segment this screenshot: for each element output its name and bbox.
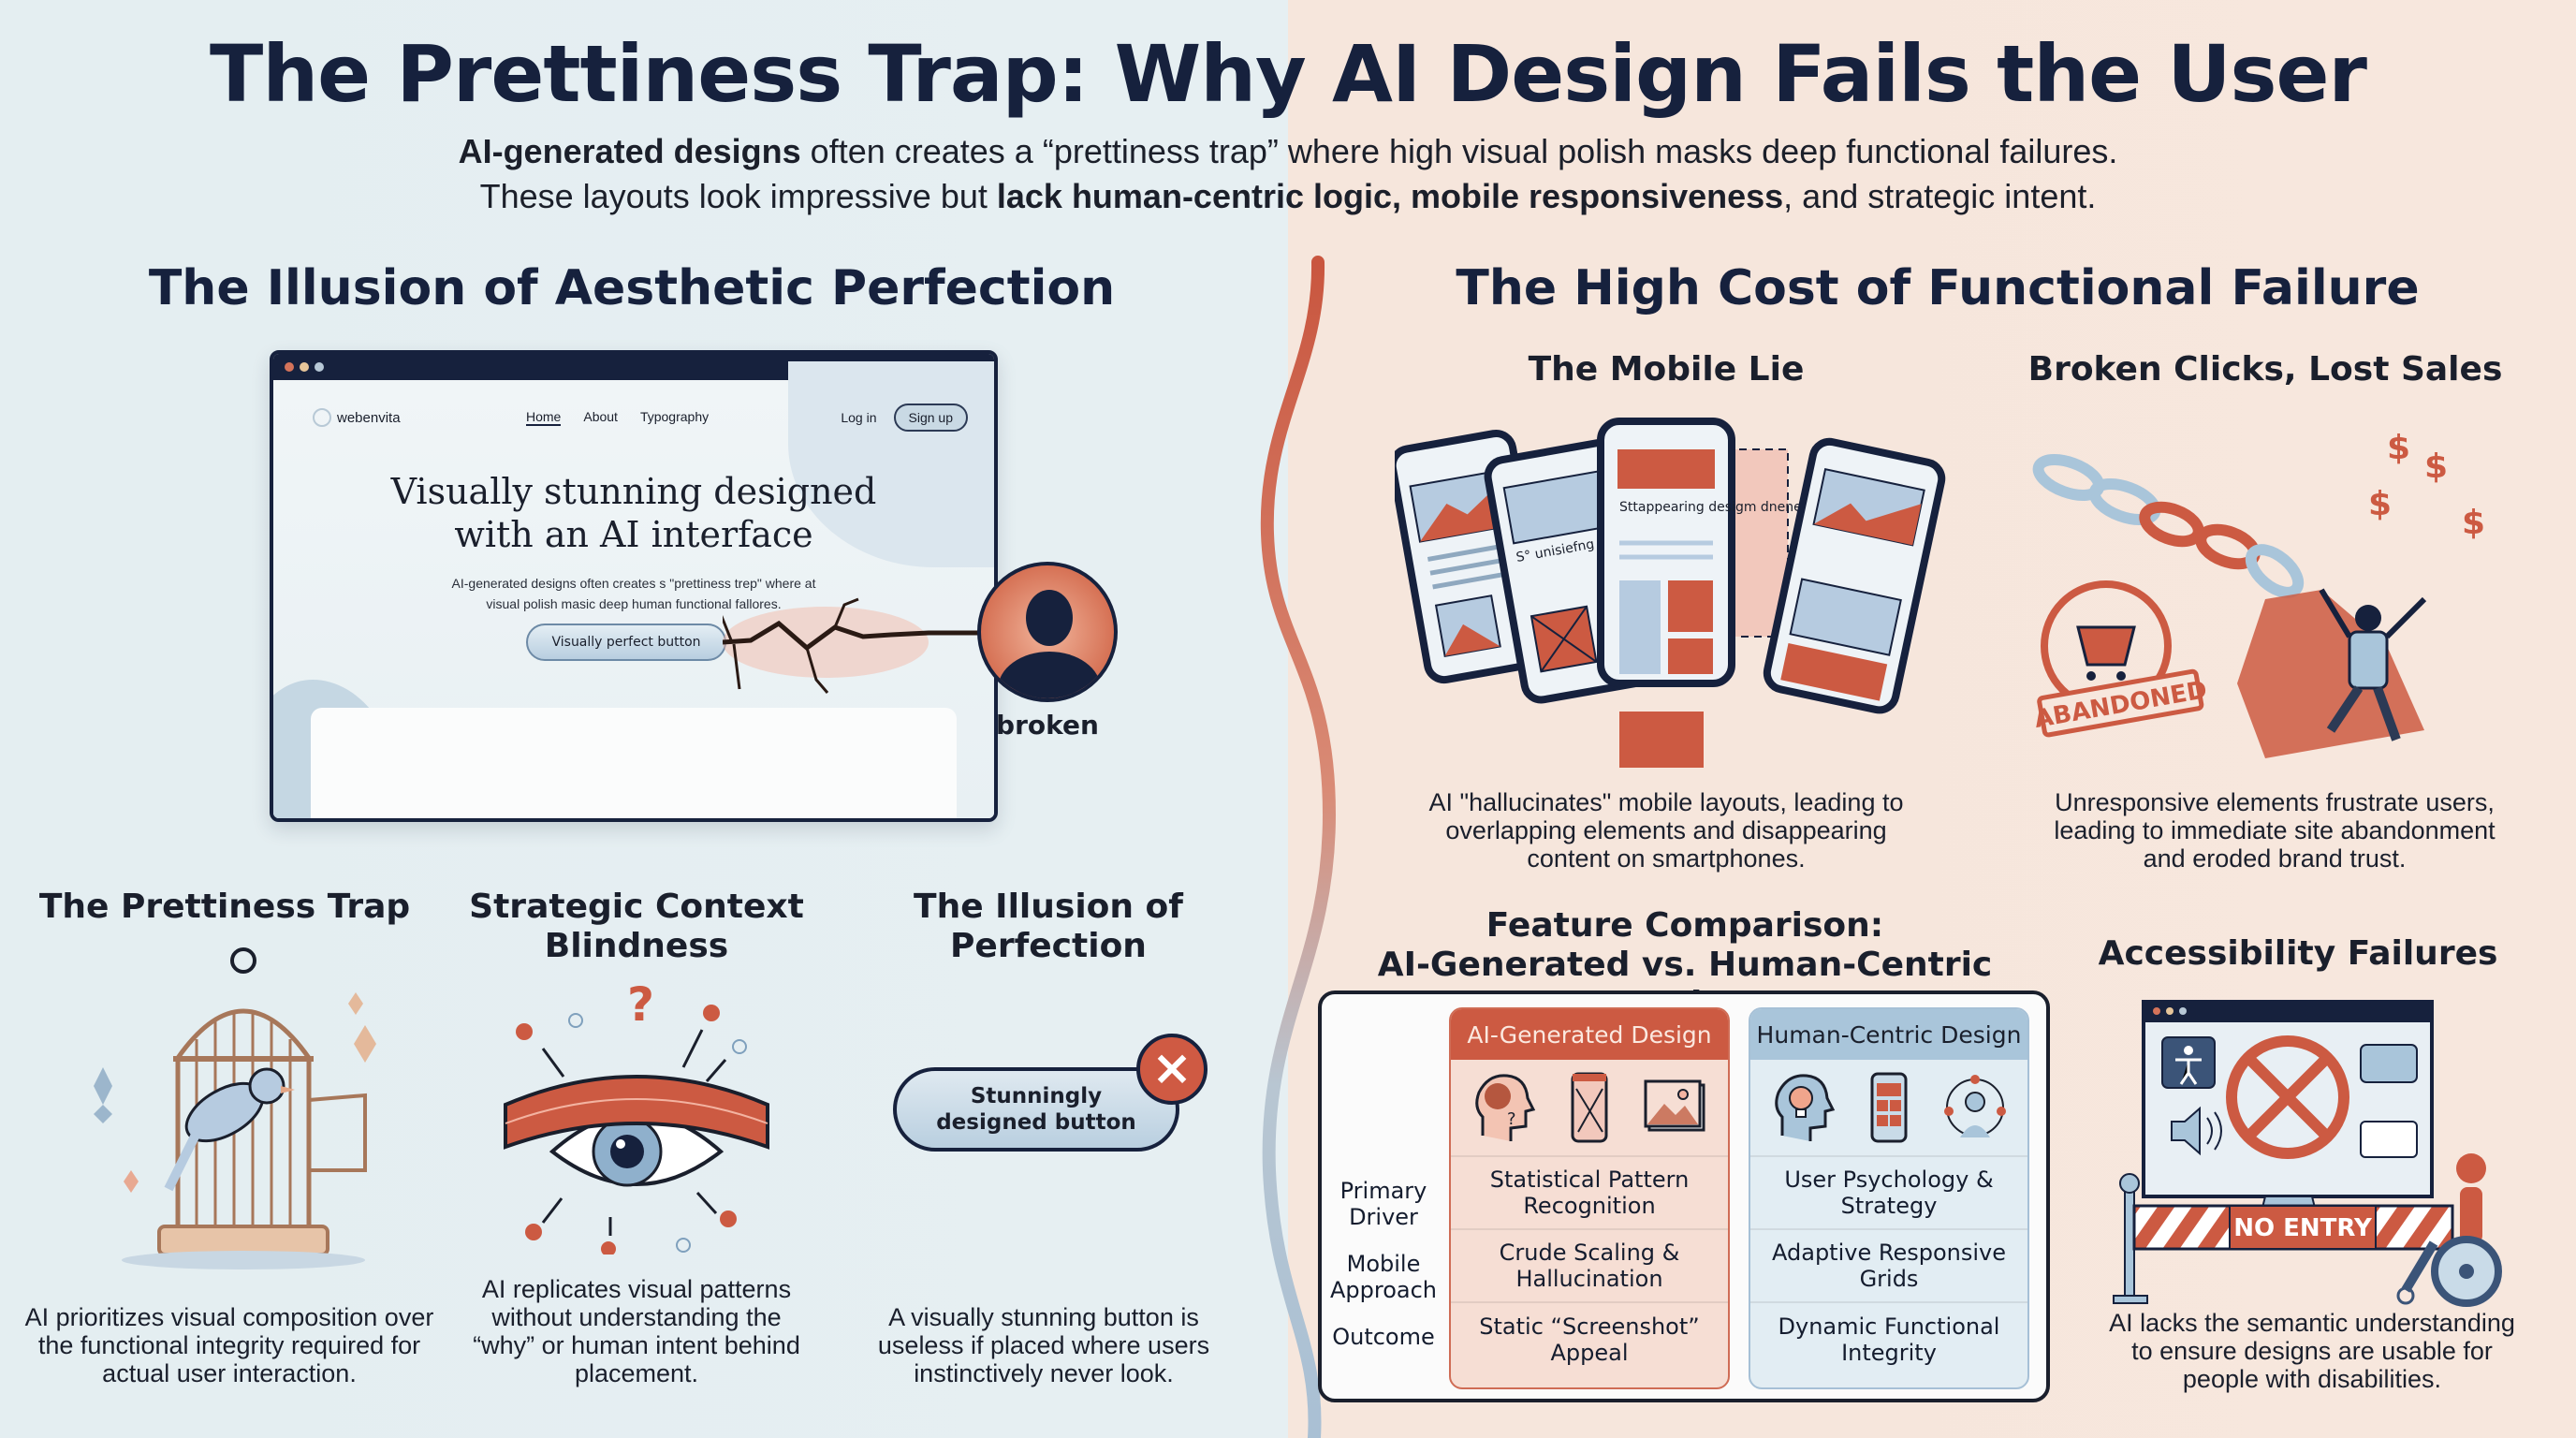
signup-button[interactable]: Sign up bbox=[893, 404, 968, 432]
subtitle-bold-1: AI-generated designs bbox=[458, 132, 801, 170]
svg-text:$: $ bbox=[2368, 485, 2392, 523]
cell-ai-mobile-approach: Crude Scaling & Hallucination bbox=[1451, 1230, 1728, 1303]
hero-heading-line2: with an AI interface bbox=[454, 514, 813, 555]
card-desc-mobile-lie: AI "hallucinates" mobile layouts, leadin… bbox=[1428, 788, 1904, 873]
subtitle-text-1: often creates a “prettiness trap” where … bbox=[800, 132, 2118, 170]
svg-text:$: $ bbox=[2424, 448, 2448, 486]
broken-user-avatar bbox=[977, 562, 1118, 702]
svg-text:NO ENTRY: NO ENTRY bbox=[2233, 1214, 2373, 1242]
cell-ai-outcome: Static “Screenshot” Appeal bbox=[1479, 1313, 1700, 1366]
image-frame-icon bbox=[1644, 1079, 1705, 1132]
card-desc-context-blindness: AI replicates visual patterns without un… bbox=[473, 1275, 800, 1387]
confused-brain-icon: ? bbox=[1475, 1074, 1536, 1141]
nav-typography[interactable]: Typography bbox=[639, 409, 710, 424]
broken-label: broken bbox=[996, 710, 1099, 741]
svg-text:?: ? bbox=[627, 983, 654, 1032]
hero-text-line1: AI-generated designs often creates s "pr… bbox=[451, 576, 816, 591]
user-network-icon bbox=[1944, 1075, 2006, 1137]
row-label-mobile-approach: Mobile Approach bbox=[1329, 1251, 1438, 1303]
cell-human-outcome: Dynamic Functional Integrity bbox=[1778, 1313, 2000, 1366]
card-desc-broken-clicks: Unresponsive elements frustrate users, l… bbox=[2054, 788, 2496, 873]
human-icons-row bbox=[1750, 1060, 2027, 1157]
content-card-placeholder bbox=[311, 708, 957, 818]
broken-phones-icon: S° unisiefng nubiie Mom Sttappearing des… bbox=[1395, 418, 1946, 768]
user-head-icon bbox=[1026, 590, 1073, 646]
card-title-prettiness-trap: The Prettiness Trap bbox=[38, 888, 411, 926]
minimize-dot-icon bbox=[300, 362, 309, 372]
accessibility-no-entry-icon: NO ENTRY bbox=[2113, 1000, 2502, 1307]
cell-ai-primary-driver: Statistical Pattern Recognition bbox=[1451, 1157, 1728, 1230]
responsive-phone-icon bbox=[1870, 1072, 1908, 1143]
page-subtitle: AI-generated designs often creates a “pr… bbox=[0, 129, 2576, 219]
wavy-divider bbox=[1260, 256, 1337, 1438]
lightbulb-head-icon bbox=[1775, 1074, 1836, 1141]
birdcage-icon bbox=[94, 947, 376, 1269]
logo-text: webenvita bbox=[337, 409, 401, 426]
broken-phone-icon bbox=[1571, 1072, 1608, 1143]
nav-about[interactable]: About bbox=[583, 409, 618, 424]
user-body-icon bbox=[998, 652, 1101, 698]
subtitle-bold-2: lack human-centric logic, mobile respons… bbox=[996, 177, 1784, 215]
section-title-left: The Illusion of Aesthetic Perfection bbox=[148, 260, 1116, 316]
cell-human-mobile-approach: Adaptive Responsive Grids bbox=[1750, 1230, 2027, 1303]
card-title-context-blindness: Strategic Context Blindness bbox=[469, 888, 804, 965]
maximize-dot-icon bbox=[315, 362, 324, 372]
svg-text:$: $ bbox=[2387, 429, 2410, 467]
svg-text:?: ? bbox=[1507, 1109, 1516, 1129]
hero-text-line2: visual polish masic deep human functiona… bbox=[486, 596, 782, 611]
svg-text:$: $ bbox=[2462, 504, 2485, 542]
login-link[interactable]: Log in bbox=[841, 410, 877, 425]
close-x-icon: × bbox=[1136, 1034, 1208, 1105]
row-label-outcome: Outcome bbox=[1332, 1324, 1435, 1350]
card-title-mobile-lie: The Mobile Lie bbox=[1528, 350, 1805, 389]
card-title-accessibility: Accessibility Failures bbox=[2098, 934, 2498, 973]
mock-navbar: webenvita Home About Typography Log in S… bbox=[273, 399, 994, 436]
cell-human-primary-driver: User Psychology & Strategy bbox=[1750, 1157, 2027, 1230]
section-title-right: The High Cost of Functional Failure bbox=[1456, 260, 2420, 316]
card-desc-accessibility: AI lacks the semantic understanding to e… bbox=[2109, 1309, 2515, 1393]
page-title: The Prettiness Trap: Why AI Design Fails… bbox=[210, 28, 2367, 120]
card-desc-prettiness-trap: AI prioritizes visual composition over t… bbox=[24, 1303, 434, 1387]
close-dot-icon bbox=[285, 362, 294, 372]
subtitle-text-2a: These layouts look impressive but bbox=[479, 177, 997, 215]
ai-icons-row: ? bbox=[1451, 1060, 1728, 1157]
comparison-title-line1: Feature Comparison: bbox=[1486, 906, 1884, 945]
broken-chain-cart-icon: $$$$ ABANDONED bbox=[2032, 429, 2485, 758]
hero-text: AI-generated designs often creates s "pr… bbox=[273, 573, 994, 614]
column-header-human: Human-Centric Design bbox=[1750, 1009, 2027, 1060]
logo-icon bbox=[313, 408, 331, 427]
card-title-broken-clicks: Broken Clicks, Lost Sales bbox=[2027, 350, 2503, 389]
svg-text:Sttappearing desigm dnene tron: Sttappearing desigm dnene tront bbox=[1619, 500, 1838, 515]
subtitle-text-2b: , and strategic intent. bbox=[1783, 177, 2097, 215]
nav-home[interactable]: Home bbox=[526, 409, 562, 426]
comparison-table: Primary Driver Mobile Approach Outcome A… bbox=[1318, 990, 2050, 1402]
column-ai-generated: AI-Generated Design ? Statistical Patter… bbox=[1449, 1007, 1730, 1389]
crack-icon bbox=[723, 597, 994, 694]
card-title-illusion-perfection: The Illusion of Perfection bbox=[914, 888, 1183, 965]
hero-heading: Visually stunning designed with an AI in… bbox=[273, 470, 994, 556]
column-header-ai: AI-Generated Design bbox=[1451, 1009, 1728, 1060]
mock-logo[interactable]: webenvita bbox=[313, 408, 401, 427]
visually-perfect-button[interactable]: Visually perfect button bbox=[526, 624, 726, 661]
stunningly-designed-button[interactable]: Stunningly designed button bbox=[893, 1067, 1179, 1152]
blindfolded-eye-icon: ? bbox=[504, 983, 769, 1255]
card-desc-illusion-perfection: A visually stunning button is useless if… bbox=[877, 1303, 1210, 1387]
row-label-primary-driver: Primary Driver bbox=[1339, 1178, 1427, 1230]
hero-heading-line1: Visually stunning designed bbox=[390, 471, 877, 512]
column-human-centric: Human-Centric Design User Psychology & S… bbox=[1749, 1007, 2029, 1389]
browser-mockup: webenvita Home About Typography Log in S… bbox=[270, 350, 998, 822]
